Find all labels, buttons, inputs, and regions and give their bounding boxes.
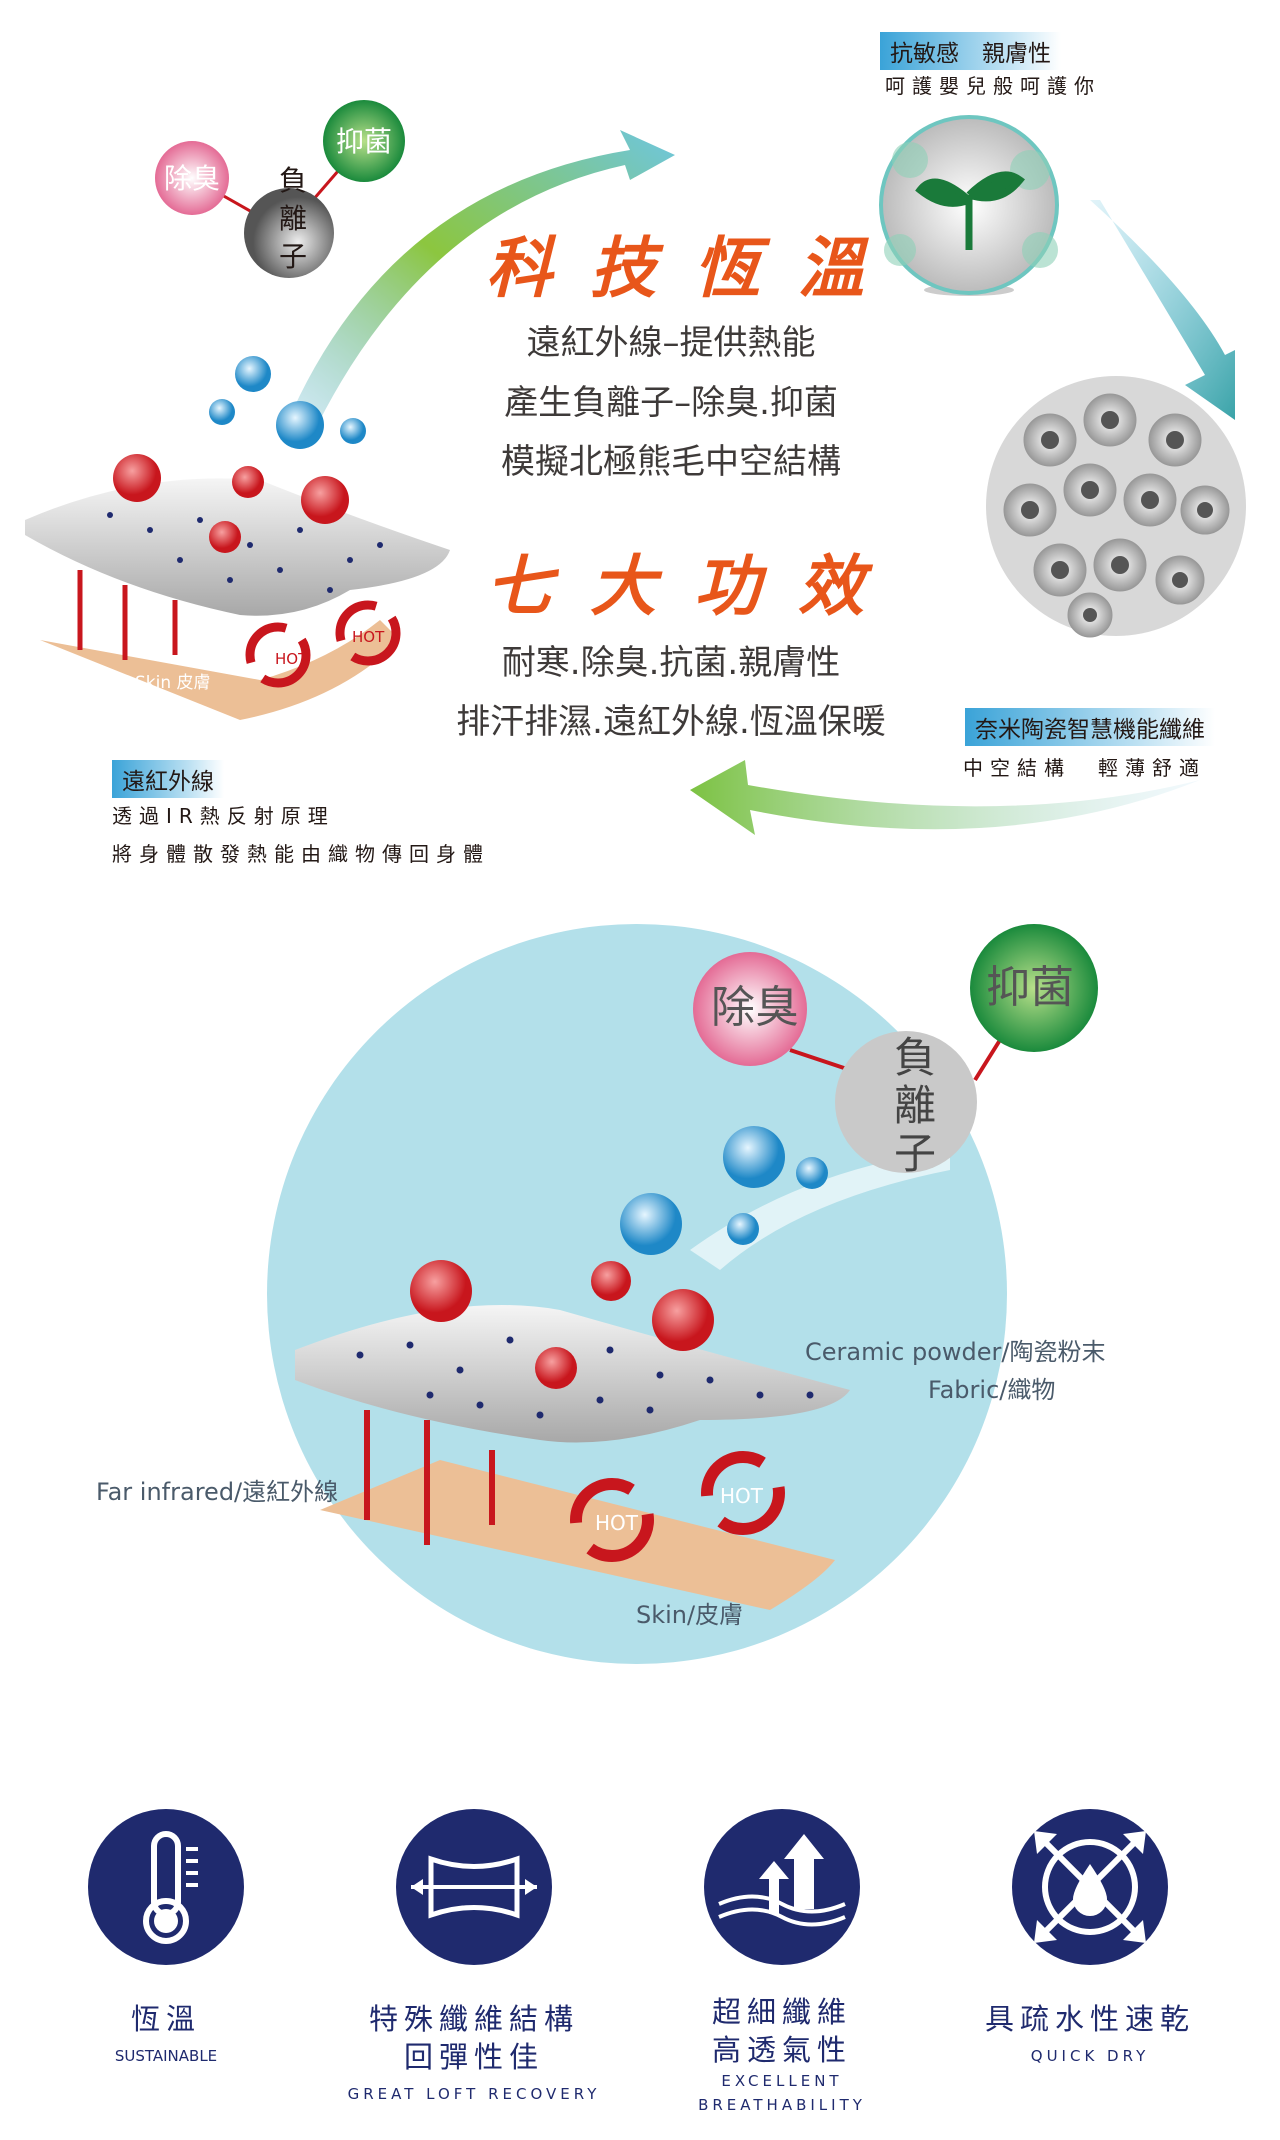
hollow-fiber-tubes-image [986,376,1246,638]
nano-desc: 中空結構 輕薄舒適 [963,756,1206,780]
feature-quick-dry: 具疏水性速乾 QUICK DRY [940,2000,1240,2068]
feature-zh: 特殊纖維結構 [368,2002,579,2036]
anion-label: 負 [894,1033,936,1082]
deodor-label: 除臭 [164,162,220,195]
thermometer-icon [88,1809,244,1965]
ir-tag: 遠紅外線 [112,760,224,798]
allergy-desc: 呵護嬰兒般呵護你 [885,74,1101,98]
far-infrared-label: Far infrared/遠紅外線 [96,1478,338,1506]
feature-zh: 超細纖維 [711,1995,852,2029]
effects-title: 七大功效 [486,547,902,625]
anion-label: 子 [894,1129,936,1178]
feature-line: 模擬北極熊毛中空結構 [501,442,841,482]
feature-en: BREATHABILITY [698,2096,866,2114]
feature-line: 遠紅外線–提供熱能 [526,323,816,363]
anion-label: 離 [894,1081,936,1130]
globe-sprout-icon [879,115,1059,296]
feature-line: 產生負離子–除臭.抑菌 [504,383,838,423]
cycle-arrow-bottom [690,760,1200,835]
feature-zh: 回彈性佳 [403,2040,544,2074]
anion-label: 負 [279,164,307,197]
allergy-tag: 抗敏感 親膚性 [880,32,1061,70]
hot-label: HOT [720,1484,764,1508]
skin-label: Skin 皮膚 [135,673,211,693]
ir-desc: 將身體散發熱能由織物傳回身體 [112,842,490,866]
hot-label: HOT [595,1511,639,1535]
feature-en: QUICK DRY [1030,2047,1150,2065]
antibac-label: 抑菌 [986,962,1074,1013]
nano-tag: 奈米陶瓷智慧機能纖維 [965,708,1215,746]
feature-en: GREAT LOFT RECOVERY [347,2085,601,2103]
feature-zh: 具疏水性速乾 [984,2002,1195,2036]
effects-line: 排汗排濕.遠紅外線.恆溫保暖 [456,702,886,742]
ir-desc: 透過IR熱反射原理 [112,804,335,828]
fabric-label: Fabric/織物 [928,1376,1055,1404]
feature-zh: 高透氣性 [711,2033,852,2067]
cycle-arrow-top [280,130,675,440]
cycle-arrow-right [1090,200,1235,420]
ceramic-label: Ceramic powder/陶瓷粉末 [805,1338,1105,1366]
fabric-illustration-top: HOT HOT Skin 皮膚 [25,356,450,720]
hot-label: HOT [352,628,385,646]
main-title: 科技恆溫 [486,229,902,307]
anion-label: 子 [279,240,307,273]
feature-zh: 恆溫 [130,2002,201,2036]
ceramic-diagram: HOT HOT 除臭 抑菌 負 離 子 Ceramic powder/陶瓷粉末 … [96,924,1105,1664]
skin-label: Skin/皮膚 [636,1601,743,1629]
feature-sustainable: 恆溫 SUSTAINABLE [16,2000,316,2068]
water-drop-dry-icon [1012,1809,1168,1965]
hot-label: HOT [275,650,308,668]
deodor-label: 除臭 [711,982,799,1033]
feature-loft-recovery: 特殊纖維結構 回彈性佳 GREAT LOFT RECOVERY [324,2000,624,2106]
ions [113,356,366,553]
antibac-label: 抑菌 [336,125,392,158]
effects-line: 耐寒.除臭.抗菌.親膚性 [501,643,841,683]
feature-en: EXCELLENT [721,2072,843,2090]
feature-breathability: 超細纖維 高透氣性 EXCELLENT BREATHABILITY [632,1993,932,2117]
stretch-fabric-icon [396,1809,552,1965]
molecule-top: 除臭 抑菌 負 離 子 [155,100,405,278]
anion-label: 離 [279,202,307,235]
feature-en: SUSTAINABLE [114,2047,218,2065]
breathable-arrows-icon [704,1809,860,1965]
